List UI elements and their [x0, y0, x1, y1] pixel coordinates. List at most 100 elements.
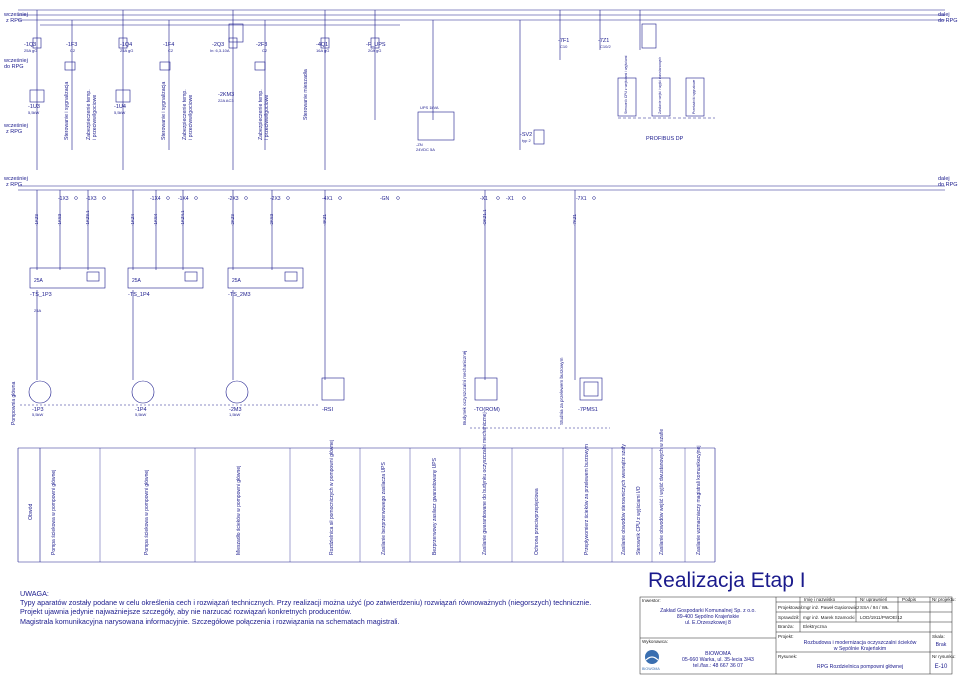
- notes-line-1: Typy aparatów zostały podane w celu okre…: [20, 598, 592, 608]
- breaker-1f3: -1F3: [66, 42, 77, 48]
- terminal-dot-3: [166, 196, 170, 200]
- softstarter-1u4: -1U4: [114, 104, 126, 110]
- plc-block-1: Zasilanie wejść i wyjść dwustanowych: [658, 57, 662, 114]
- breaker-1f4-val: C2: [168, 48, 174, 53]
- breaker-1q3: -1Q3: [24, 42, 36, 48]
- motor-1p3-val: 5,5kW: [32, 412, 44, 417]
- cable-3: -1KZ3.1: [85, 210, 90, 226]
- cable-8: -2KS3: [269, 213, 274, 226]
- next-label: dalej: [938, 12, 950, 18]
- terminal-dot-9: [496, 196, 500, 200]
- prev-label-1: wcześniej: [3, 12, 28, 18]
- circuit-13: Zasilanie wzmacniaczy magistrali komunik…: [696, 446, 702, 555]
- field-header-pumps: Pompownia główna: [11, 381, 17, 425]
- cable-9: -4KZ1: [322, 213, 327, 226]
- plc-block-0: Sterownik CPU z wejściami i wyjściami: [624, 55, 628, 114]
- mid-prev-label-b: z RPG: [6, 182, 22, 188]
- softstarter-1u4-val: 5,5kW: [114, 110, 126, 115]
- terminal-11: -7X1: [576, 196, 587, 202]
- breaker-2f3: -2F3: [256, 42, 267, 48]
- checker-name: mgr inż. Marek Szamocki: [803, 615, 855, 620]
- motor-1p4: -1P4: [135, 407, 147, 413]
- power-supply-val: 24VDC 5A: [416, 147, 435, 152]
- terminal-dot-4: [194, 196, 198, 200]
- ts-rating-2: 25A: [132, 278, 142, 284]
- plc-block-2: Przekaźniki sygnałowe: [692, 80, 696, 114]
- breaker-fups-val: 20A gG: [368, 48, 381, 53]
- sheet-label: Nr rysunku:: [932, 654, 956, 659]
- cable-11: -7KZ1: [572, 213, 577, 226]
- cable-4: -1KZ4: [130, 213, 135, 226]
- breaker-2q3: -2Q3: [212, 42, 224, 48]
- motor-2m3: -2M3: [229, 407, 242, 413]
- terminal-dot-2: [102, 196, 106, 200]
- prev-label-3: wcześniej: [3, 123, 28, 129]
- terminal-dot-11: [592, 196, 596, 200]
- circuit-5: Zasilanie bezprzerwowego zasilacza UPS: [381, 462, 387, 555]
- scale-label: Skala:: [932, 634, 945, 639]
- terminal-dot-6: [286, 196, 290, 200]
- label-temp-3a: Zabezpieczenie temp.: [258, 89, 264, 140]
- prev-label-2: wcześniej: [3, 58, 28, 64]
- terminal-8: -GN: [380, 196, 390, 202]
- breaker-7f1-val: C10: [560, 44, 568, 49]
- sv2-val: typ 2: [522, 138, 531, 143]
- prev-label-3b: z RPG: [6, 129, 22, 135]
- sv2-id: -SV2: [520, 132, 532, 138]
- terminal-6: -2X3: [270, 196, 281, 202]
- next-label-b: do RPG: [938, 18, 958, 24]
- notes-line-2: Projekt ujawnia jedynie najważniejsze sz…: [20, 607, 352, 617]
- field-header-tower: Studnia za przelewem burzowym: [559, 357, 564, 425]
- terminal-9: -X1: [480, 196, 488, 202]
- contactor-2km3-val: 22A AC3: [218, 98, 234, 103]
- investor-line-3: ul. E.Orzeszkowej 8: [685, 620, 731, 626]
- checker-role: Sprawdził:: [778, 615, 800, 620]
- ts-rating-1: 25A: [34, 308, 41, 313]
- terminal-4: -1X4: [178, 196, 189, 202]
- circuit-1: Pompa ściekowa w pompowni głównej: [51, 470, 57, 555]
- investor-line-1: Zakład Gospodarki Komunalnej Sp. z o.o.: [660, 608, 756, 614]
- designer-name: mgr inż. Paweł Gąsiorowicz: [803, 605, 860, 610]
- contractor-line-2: 05-660 Warka, ul. 35-lecia 3/43: [682, 657, 754, 663]
- checker-perm: LOD/1911/PWOE/12: [860, 615, 903, 620]
- label-temp-2b: i przeciwwilgociowe: [188, 95, 194, 140]
- ts-rating-3: 25A: [232, 278, 242, 284]
- notes-block: UWAGA: Typy aparatów zostały podane w ce…: [20, 589, 591, 626]
- label-temp-2a: Zabezpieczenie temp.: [182, 89, 188, 140]
- cable-7: -2KZ3: [230, 213, 235, 226]
- sheet-value: E-10: [934, 664, 948, 670]
- motor-2m3-val: 1,5kW: [229, 412, 241, 417]
- col-perm-header: Nr uprawnień: [860, 597, 888, 602]
- designer-role: Projektował:: [778, 605, 804, 610]
- contractor-line-1: BIOWOMA: [705, 651, 731, 657]
- contractor-line-3: tel./fax.: 48 667 36 07: [693, 663, 743, 669]
- softstarter-1u3: -1U3: [28, 104, 40, 110]
- terminal-3: -1X4: [150, 196, 161, 202]
- biowoma-logo: [645, 650, 659, 664]
- logo-text: BIOWOMA: [642, 667, 660, 671]
- branch-label: Branża:: [778, 624, 794, 629]
- field-7pms1: -7PMS1: [578, 407, 598, 413]
- notes-title: UWAGA:: [20, 589, 49, 598]
- ts-id-2: -TS_1P4: [128, 292, 150, 298]
- softstarter-1u3-val: 5,5kW: [28, 110, 40, 115]
- terminal-dot-7: [338, 196, 342, 200]
- circuit-10: Zasilanie obwodów sterowniczych wewnątrz…: [621, 444, 627, 555]
- project-line-2: w Sępólnie Krajeńskim: [833, 646, 887, 652]
- circuit-7: Zasilanie gwarantowane do budynku oczysz…: [482, 412, 488, 555]
- cable-1: -1KZ3: [34, 213, 39, 226]
- prev-label-2b: do RPG: [4, 64, 24, 70]
- terminal-dot-8: [396, 196, 400, 200]
- breaker-fups: -F_UPS: [366, 42, 386, 48]
- terminal-dot-10: [522, 196, 526, 200]
- breaker-7z1-val: C10/2: [600, 44, 611, 49]
- mid-next-label: dalej: [938, 176, 950, 182]
- field-to-rom: -TO(ROM): [474, 407, 500, 413]
- circuit-3: Mieszadło ścieków w pompowni głównej: [236, 466, 242, 555]
- breaker-2f3-val: C2: [262, 48, 268, 53]
- contactor-2km3: -2KM3: [218, 92, 234, 98]
- cable-10: -OKZ1.1: [482, 209, 487, 226]
- label-ctrl-2: Sterowanie i sygnalizacja: [161, 82, 167, 140]
- label-temp-1a: Zabezpieczenie temp.: [86, 89, 92, 140]
- mid-next-label-b: do RPG: [938, 182, 958, 188]
